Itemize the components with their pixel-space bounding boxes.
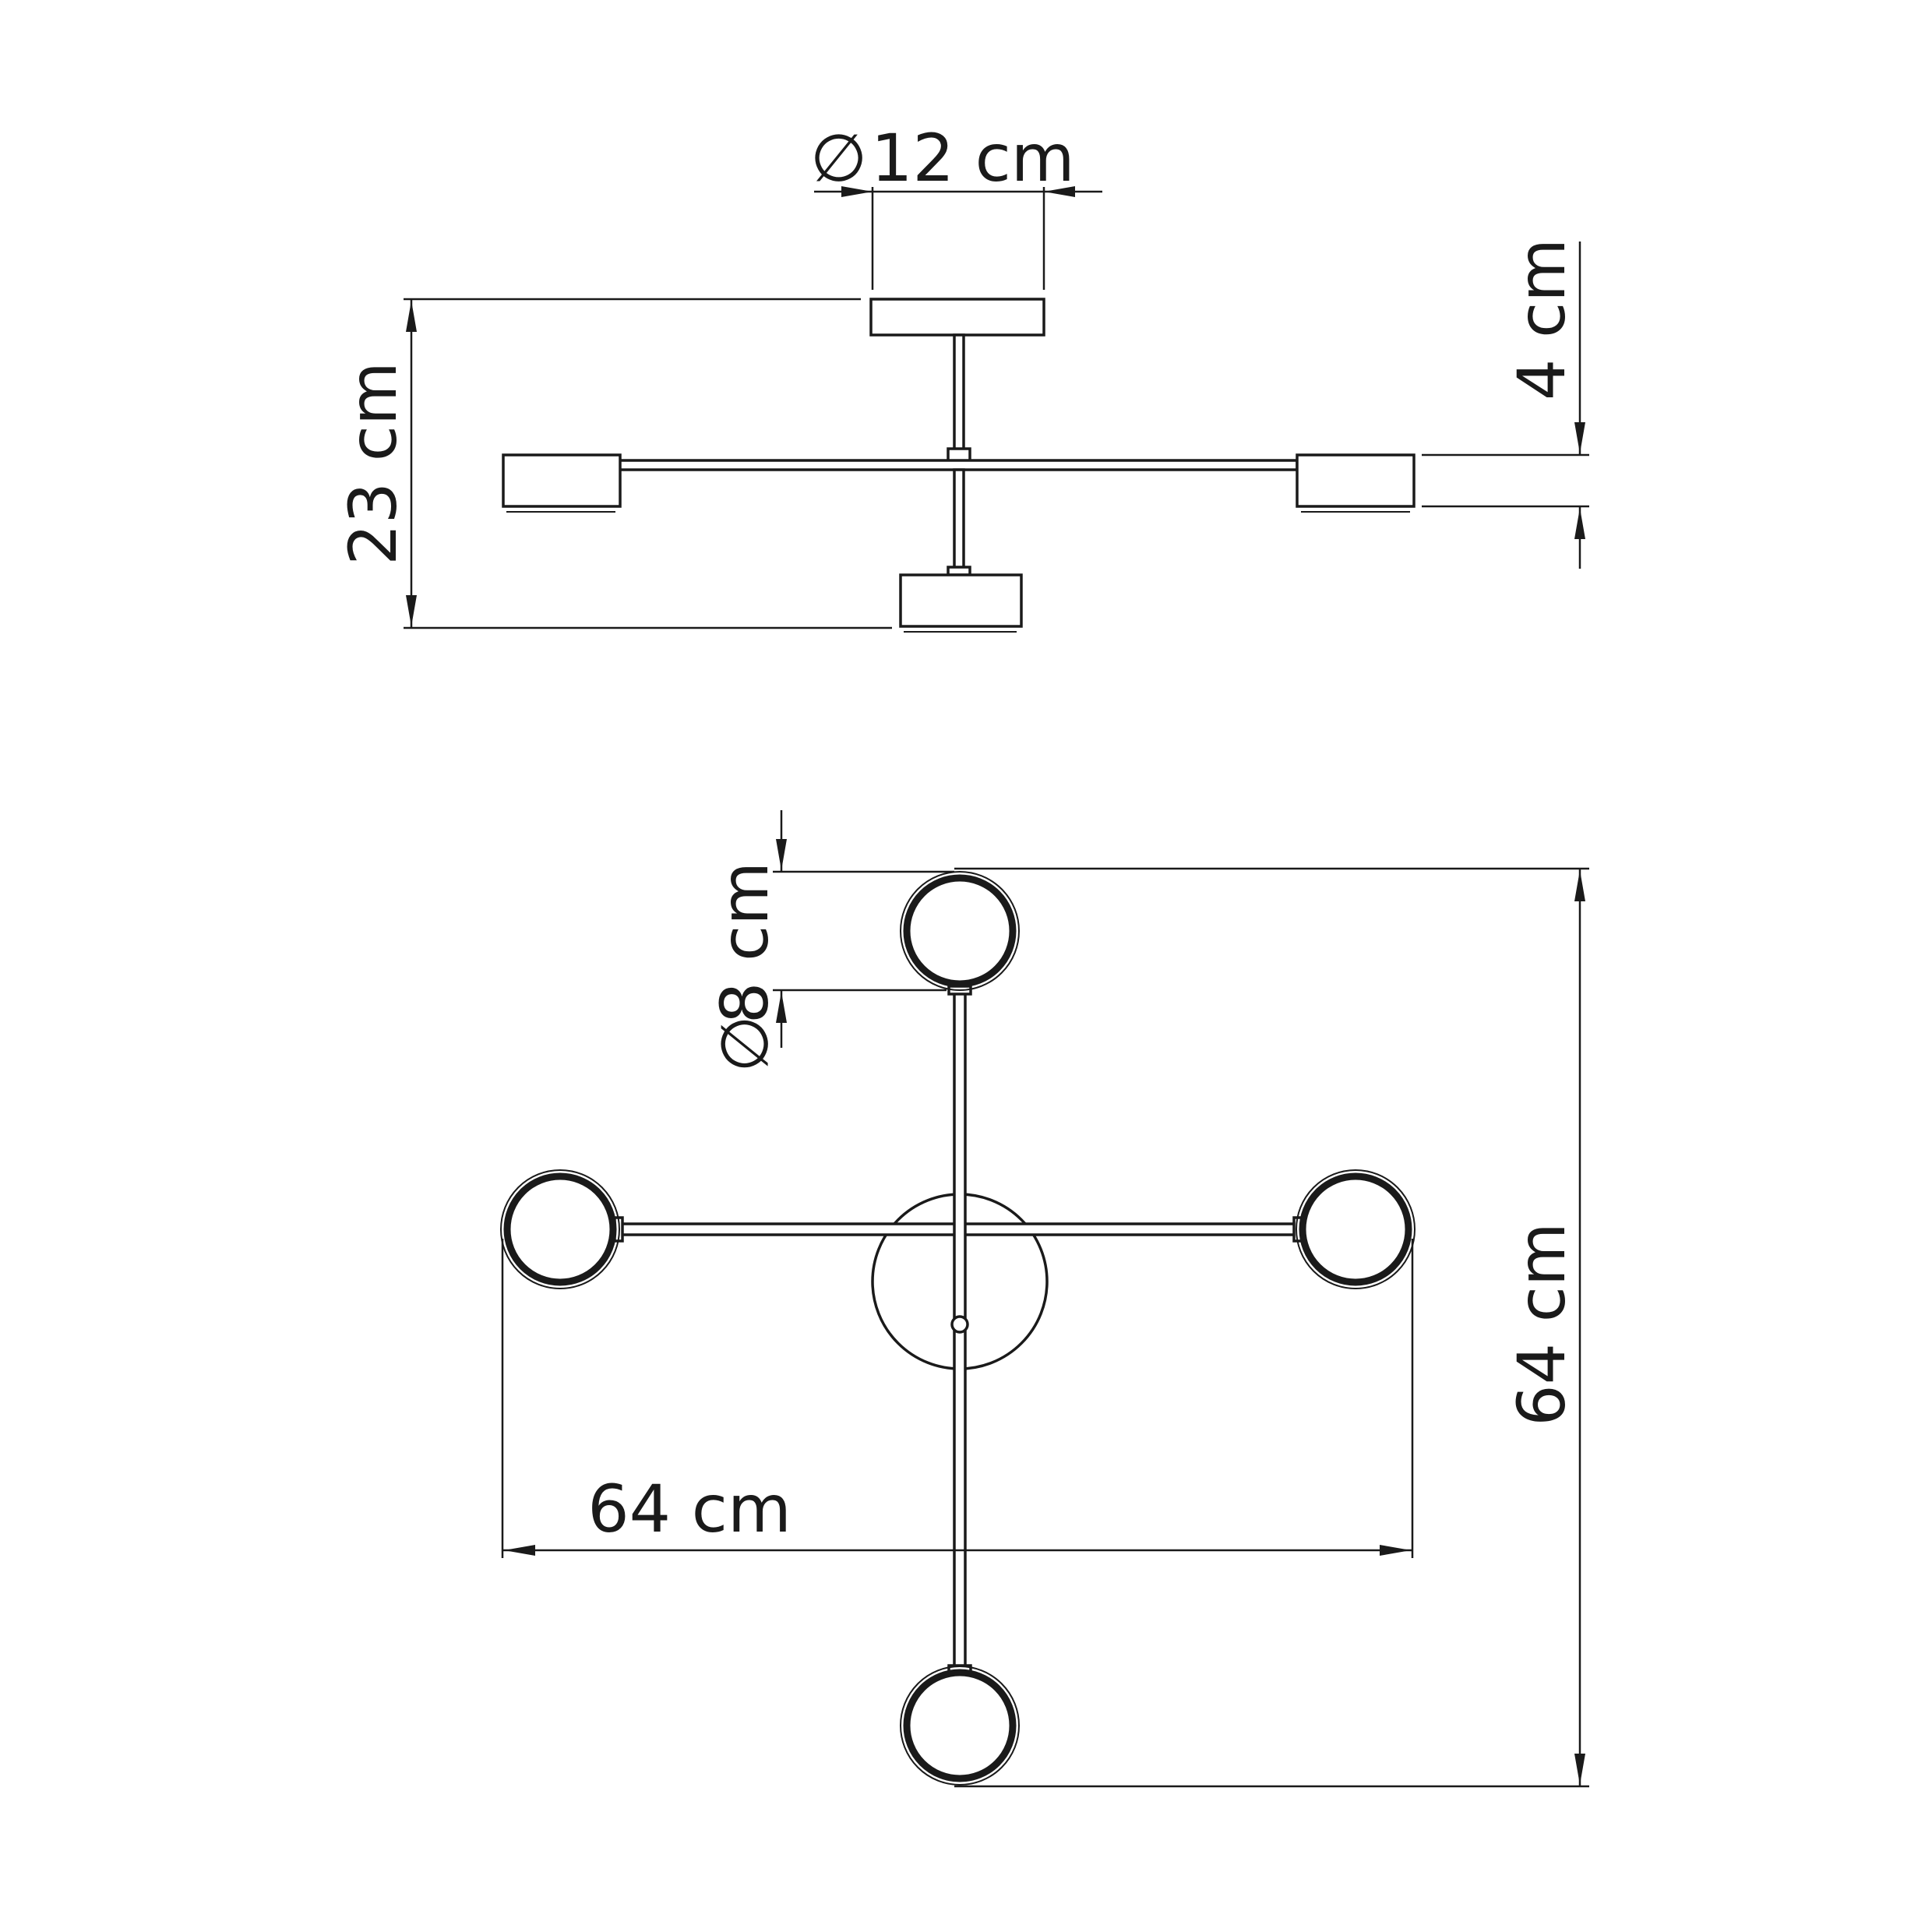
- side-canopy: [869, 298, 1045, 337]
- top-shade-left: [503, 1172, 617, 1286]
- shade-diameter-symbol: ∅: [707, 1015, 783, 1072]
- height-overall-label: 23 cm: [335, 361, 411, 566]
- dim-canopy-diameter: ∅ 12 cm: [810, 120, 1102, 290]
- side-stem: [953, 333, 965, 453]
- depth-overall-label: 64 cm: [1504, 1222, 1580, 1426]
- dim-shade-diameter: 8 cm ∅: [707, 810, 954, 1073]
- canopy-diameter-label: 12 cm: [871, 120, 1075, 196]
- side-arm: [618, 459, 1299, 471]
- dim-height-overall: 23 cm: [335, 298, 892, 629]
- width-overall-label: 64 cm: [587, 1471, 791, 1547]
- top-shade-right: [1299, 1172, 1412, 1286]
- top-view: [500, 871, 1416, 1786]
- side-view: [502, 298, 1416, 633]
- dim-width-overall: 64 cm: [501, 1239, 1414, 1558]
- shade-height-label: 4 cm: [1504, 238, 1580, 400]
- side-shade-bottom: [899, 573, 1023, 628]
- top-shade-bottom: [903, 1669, 1017, 1782]
- dim-depth-overall: 64 cm: [954, 867, 1589, 1788]
- dim-shade-height: 4 cm: [1422, 238, 1589, 569]
- side-shade-left: [502, 453, 622, 508]
- side-shade-right: [1296, 453, 1416, 508]
- canopy-diameter-symbol: ∅: [810, 120, 867, 196]
- shade-diameter-label: 8 cm: [707, 862, 783, 1024]
- top-shade-top: [903, 874, 1017, 988]
- side-lower-stem: [953, 468, 965, 573]
